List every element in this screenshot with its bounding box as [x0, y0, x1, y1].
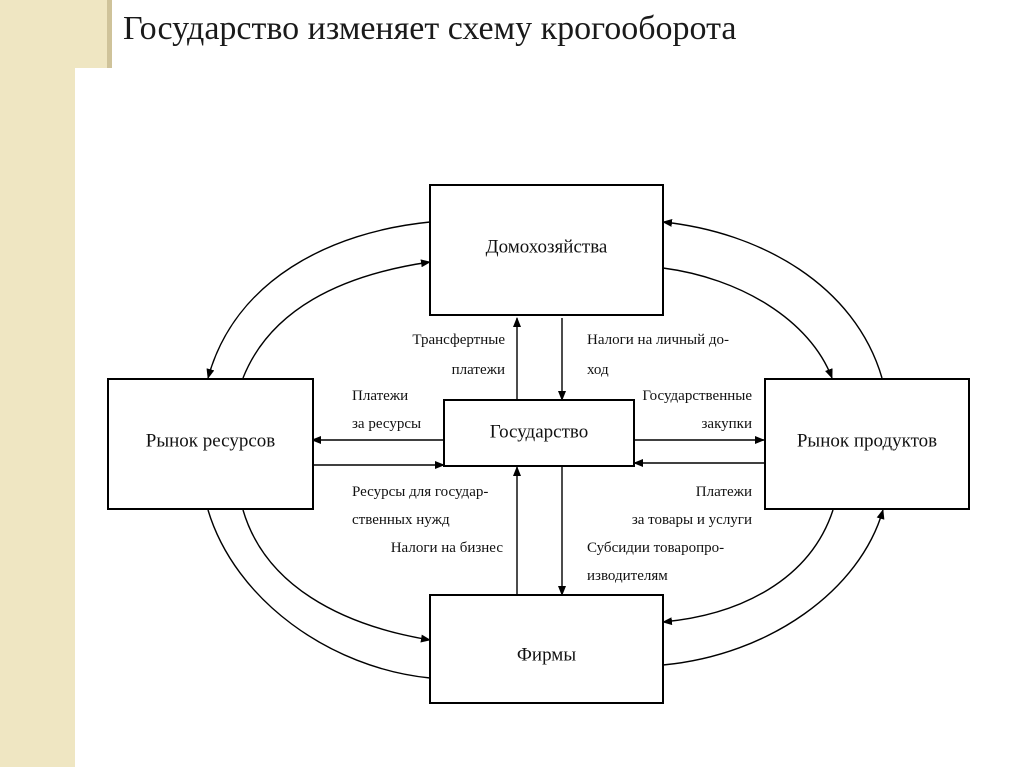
title-decor-block	[75, 0, 112, 68]
arc-firms-to-product-outer	[662, 509, 885, 666]
flow-labels: Трансфертные платежи Налоги на личный до…	[352, 332, 752, 584]
label-transfer-payments-1: Трансфертные	[412, 332, 505, 348]
label-gov-resources-2: ственных нужд	[352, 512, 450, 528]
label-goods-payments-2: за товары и услуги	[632, 512, 752, 528]
label-subsidies-1: Субсидии товаропро-	[587, 540, 724, 556]
label-gov-resources-1: Ресурсы для государ-	[352, 484, 488, 500]
node-government: Государство	[443, 399, 635, 467]
node-government-label: Государство	[490, 421, 588, 442]
label-resource-payments-1: Платежи	[352, 388, 408, 404]
node-product-market: Рынок продуктов	[764, 378, 970, 510]
left-decor-stripe	[0, 0, 75, 767]
node-households: Домохозяйства	[429, 184, 664, 316]
node-product-market-label: Рынок продуктов	[797, 430, 937, 451]
node-firms: Фирмы	[429, 594, 664, 704]
arc-product-to-firms-inner	[662, 509, 834, 626]
node-households-label: Домохозяйства	[486, 236, 608, 257]
arc-households-to-resource-outer	[206, 221, 431, 379]
arc-resource-to-firms-inner	[242, 509, 431, 643]
node-resource-market: Рынок ресурсов	[107, 378, 314, 510]
label-resource-payments-2: за ресурсы	[352, 416, 421, 432]
label-gov-purchases-2: закупки	[701, 416, 752, 432]
arc-product-to-households-outer	[662, 218, 883, 379]
label-transfer-payments-2: платежи	[452, 362, 505, 378]
arc-households-to-product-inner	[662, 267, 833, 379]
node-resource-market-label: Рынок ресурсов	[146, 430, 276, 451]
government-flows	[311, 317, 765, 596]
node-firms-label: Фирмы	[517, 644, 576, 665]
label-gov-purchases-1: Государственные	[642, 388, 752, 404]
label-goods-payments-1: Платежи	[696, 484, 752, 500]
label-subsidies-2: изводителям	[587, 568, 668, 584]
label-business-tax: Налоги на бизнес	[391, 540, 504, 556]
label-income-tax-1: Налоги на личный до-	[587, 332, 729, 348]
title-divider	[107, 0, 112, 68]
outer-flow-arcs	[206, 218, 885, 679]
arc-resource-to-households-inner	[242, 259, 431, 379]
arc-firms-to-resource-outer	[207, 509, 431, 679]
label-income-tax-2: ход	[587, 362, 609, 378]
slide-title: Государство изменяет схему крогооборота	[123, 10, 737, 47]
